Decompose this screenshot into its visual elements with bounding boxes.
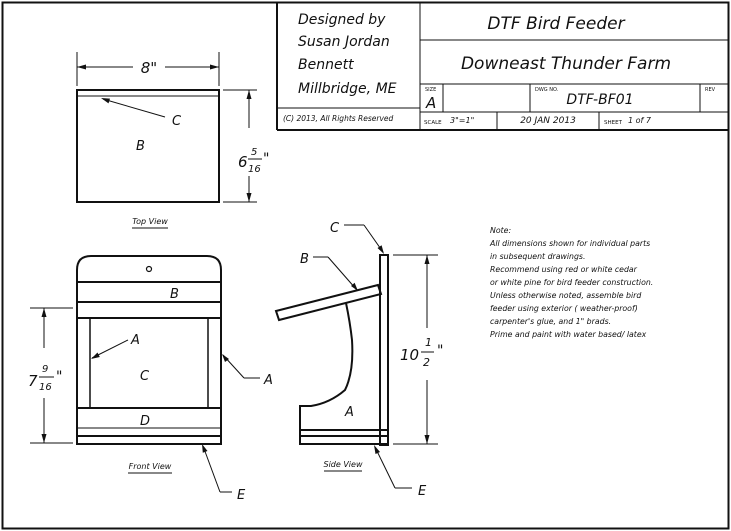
side-label-e: E [418, 484, 427, 499]
front-view-caption: Front View [129, 462, 172, 471]
designer-line-2: Susan Jordan [298, 34, 390, 50]
designer-line-4: Millbridge, ME [298, 81, 397, 97]
front-height-den: 16 [39, 382, 52, 393]
side-height-den: 2 [423, 356, 430, 369]
front-view: 7 9 16 " B A C D A E Front View [28, 255, 273, 503]
top-width-dim: 8" [141, 59, 157, 77]
dwg-no-label: DWG NO. [535, 87, 559, 93]
front-label-b: B [170, 287, 179, 302]
front-opening [89, 317, 209, 409]
note-line-8: Prime and paint with water based/ latex [490, 330, 647, 339]
side-height-whole: 10 [400, 346, 419, 364]
front-top-rounded [76, 255, 222, 283]
top-view-caption: Top View [132, 217, 168, 226]
note-line-2: in subsequent drawings. [490, 252, 585, 261]
top-depth-den: 16 [248, 164, 261, 175]
side-curved-panel [299, 302, 354, 428]
top-label-b: B [136, 139, 145, 154]
side-height-num: 1 [425, 336, 432, 349]
top-depth-num: 5 [251, 147, 257, 158]
front-label-c: C [140, 369, 150, 384]
side-label-a: A [344, 405, 354, 420]
size-value: A [425, 94, 436, 112]
rev-label: REV [705, 87, 716, 93]
note-line-5: Unless otherwise noted, assemble bird [490, 291, 641, 300]
front-height-unit: " [56, 369, 62, 385]
side-view: 10 1 2 " C B A E Side View [274, 221, 443, 499]
sheet-value: 1 of 7 [628, 116, 652, 125]
note-line-1: All dimensions shown for individual part… [489, 239, 650, 248]
top-view-outline [76, 89, 220, 203]
front-label-a-inner: A [130, 333, 140, 348]
side-back-panel [379, 254, 389, 446]
dwg-no-value: DTF-BF01 [566, 92, 633, 108]
notes-heading: Note: [490, 226, 511, 235]
front-label-d: D [140, 414, 150, 429]
designer-line-3: Bennett [298, 57, 354, 73]
side-label-b: B [300, 252, 309, 267]
front-label-e: E [237, 488, 246, 503]
notes-block: Note: All dimensions shown for individua… [489, 226, 653, 339]
side-roof [274, 283, 383, 322]
company-name: Downeast Thunder Farm [461, 54, 671, 74]
front-height-num: 9 [42, 364, 48, 375]
note-line-7: carpenter's glue, and 1" brads. [490, 317, 611, 326]
top-depth-whole: 6 [238, 153, 248, 171]
front-height-whole: 7 [28, 372, 38, 390]
note-line-4: or white pine for bird feeder constructi… [490, 278, 653, 287]
designer-line-1: Designed by [298, 12, 386, 28]
size-label: SIZE [425, 87, 436, 93]
top-label-c: C [172, 114, 182, 129]
front-label-a-outer: A [263, 373, 273, 388]
copyright-text: (C) 2013, All Rights Reserved [283, 114, 394, 123]
title-block: Designed by Susan Jordan Bennett Millbri… [276, 3, 728, 131]
scale-value: 3"=1" [450, 116, 474, 125]
note-line-3: Recommend using red or white cedar [490, 265, 638, 274]
date-value: 20 JAN 2013 [520, 116, 576, 126]
drawing-title: DTF Bird Feeder [487, 14, 625, 34]
top-view: 8" 6 5 16 " C B Top View [76, 52, 269, 229]
scale-label: SCALE [424, 120, 442, 126]
front-hanging-hole [145, 265, 153, 273]
side-height-unit: " [437, 343, 443, 359]
side-view-caption: Side View [323, 460, 362, 469]
top-depth-unit: " [263, 151, 269, 167]
side-label-c: C [330, 221, 340, 236]
note-line-6: feeder using exterior ( weather-proof) [490, 304, 638, 313]
sheet-label: SHEET [604, 120, 623, 126]
